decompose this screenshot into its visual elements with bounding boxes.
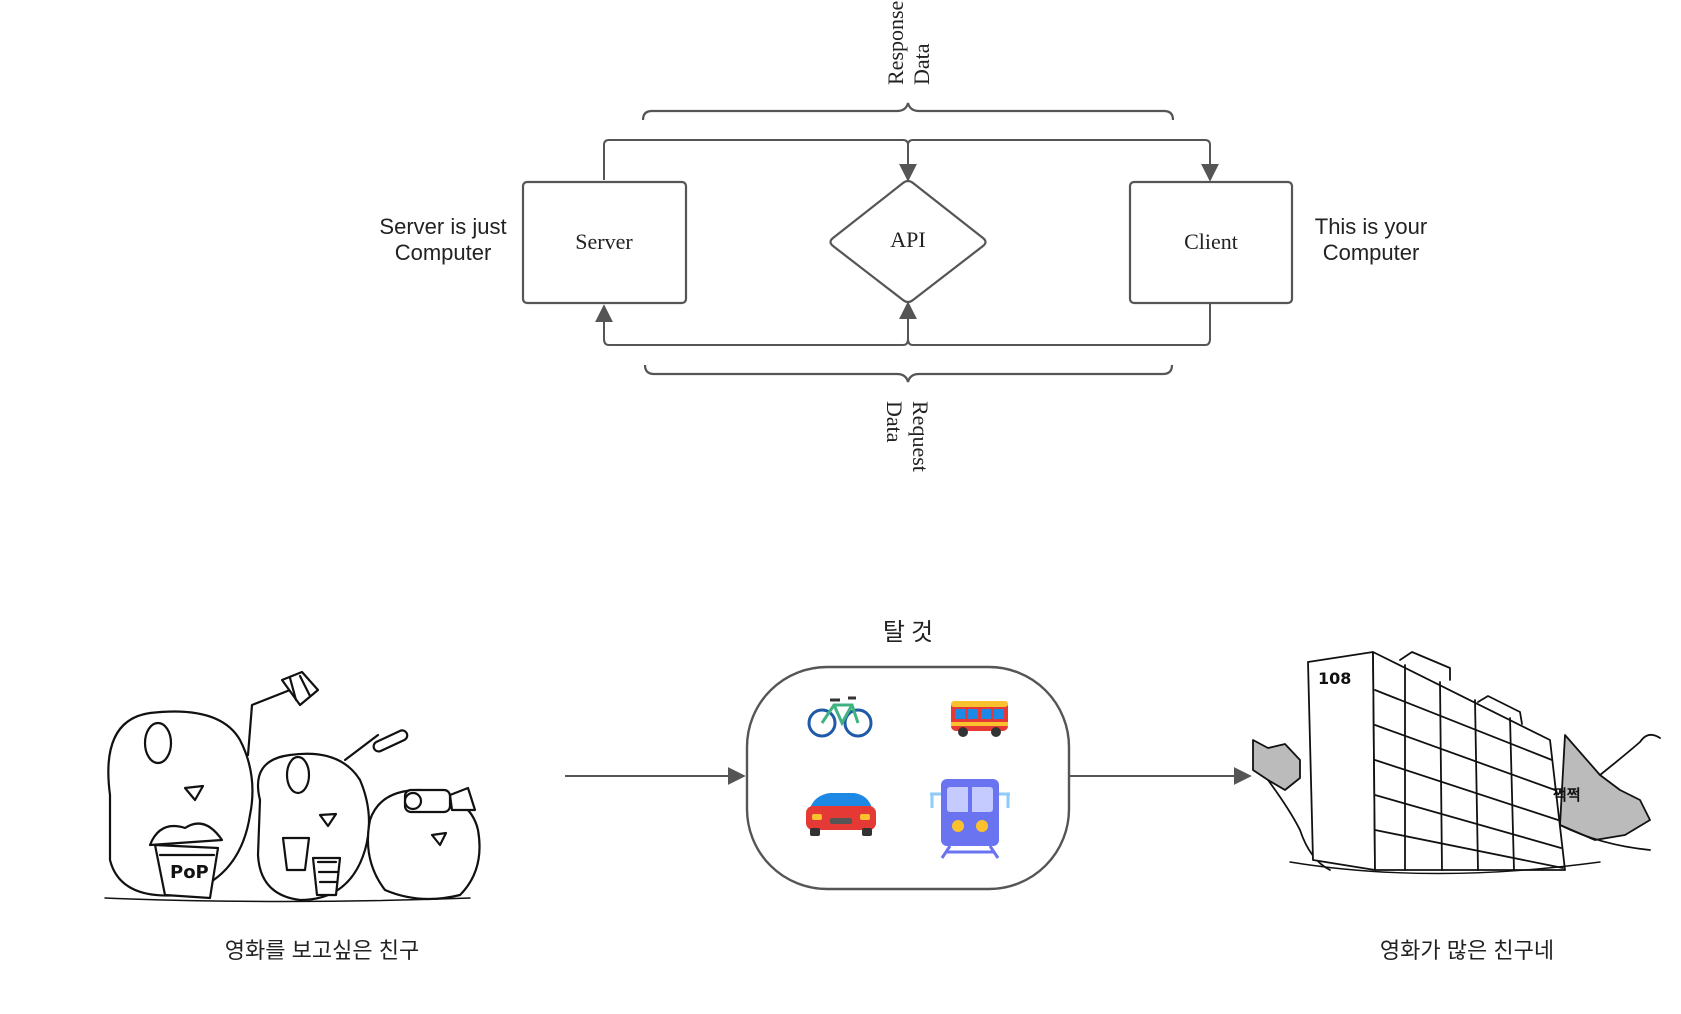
building-number: 108 xyxy=(1318,669,1351,688)
client-note-line2: Computer xyxy=(1323,240,1420,265)
server-label: Server xyxy=(575,229,633,254)
client-label: Client xyxy=(1184,229,1238,254)
train-icon xyxy=(930,779,1010,859)
response-brace xyxy=(641,102,1175,121)
bus-icon xyxy=(951,701,1008,737)
response-line-client xyxy=(907,139,1219,182)
building-sfx: 쩍쩍 xyxy=(1553,786,1581,804)
server-note-line2: Computer xyxy=(395,240,492,265)
right-caption: 영화가 많은 친구네 xyxy=(1380,938,1554,963)
client-note-line1: This is your xyxy=(1315,214,1427,239)
transport-container xyxy=(745,665,1071,891)
building-illustration: 108 쩍쩍 xyxy=(1252,651,1661,875)
request-line-client xyxy=(899,301,1211,346)
bicycle-icon xyxy=(807,696,873,738)
request-label-line2: Data xyxy=(882,401,907,443)
api-diamond xyxy=(829,179,987,304)
transport-title: 탈 것 xyxy=(883,619,933,646)
api-diagram: Server API Client Server is just Compute… xyxy=(379,1,1427,472)
popcorn-label: PoP xyxy=(170,862,209,883)
response-label-line1: Response xyxy=(883,1,908,85)
server-box xyxy=(521,180,688,305)
response-label: Response Data xyxy=(883,1,934,85)
car-icon xyxy=(806,793,876,836)
response-label-line2: Data xyxy=(909,43,934,85)
request-label-line1: Request xyxy=(908,401,933,472)
movie-fans-illustration: PoP xyxy=(104,670,481,903)
api-label: API xyxy=(890,227,925,252)
client-box xyxy=(1128,180,1294,305)
left-caption: 영화를 보고싶은 친구 xyxy=(225,938,419,963)
request-brace xyxy=(643,364,1174,383)
request-label: Request Data xyxy=(882,401,933,472)
request-line-server xyxy=(595,303,909,346)
server-note-line1: Server is just xyxy=(379,214,506,239)
response-line-server xyxy=(603,139,917,182)
analogy-diagram: PoP 영화를 보고싶은 친구 탈 것 xyxy=(104,619,1661,963)
